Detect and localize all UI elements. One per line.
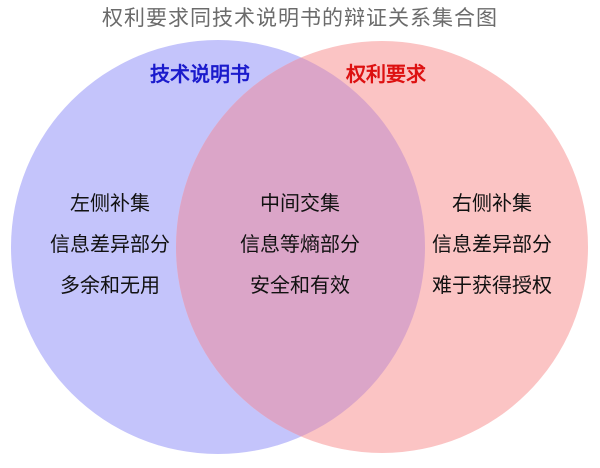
intersection-text: 中间交集 信息等熵部分 安全和有效 xyxy=(210,183,390,306)
diagram-title: 权利要求同技术说明书的辩证关系集合图 xyxy=(102,6,498,30)
left-region-line: 左侧补集 xyxy=(70,191,150,215)
right-set-label: 权利要求 xyxy=(346,62,426,86)
right-complement-text: 右侧补集 信息差异部分 难于获得授权 xyxy=(402,183,582,306)
right-region-line: 难于获得授权 xyxy=(432,273,552,297)
left-region-line: 多余和无用 xyxy=(60,273,160,297)
left-complement-text: 左侧补集 信息差异部分 多余和无用 xyxy=(20,183,200,306)
intersection-region xyxy=(176,41,425,453)
right-region-line: 右侧补集 xyxy=(452,191,532,215)
right-region-line: 信息差异部分 xyxy=(432,232,552,256)
middle-region-line: 信息等熵部分 xyxy=(240,232,360,256)
left-region-line: 信息差异部分 xyxy=(50,232,170,256)
middle-region-line: 中间交集 xyxy=(260,191,340,215)
middle-region-line: 安全和有效 xyxy=(250,273,350,297)
left-set-label: 技术说明书 xyxy=(150,62,250,86)
